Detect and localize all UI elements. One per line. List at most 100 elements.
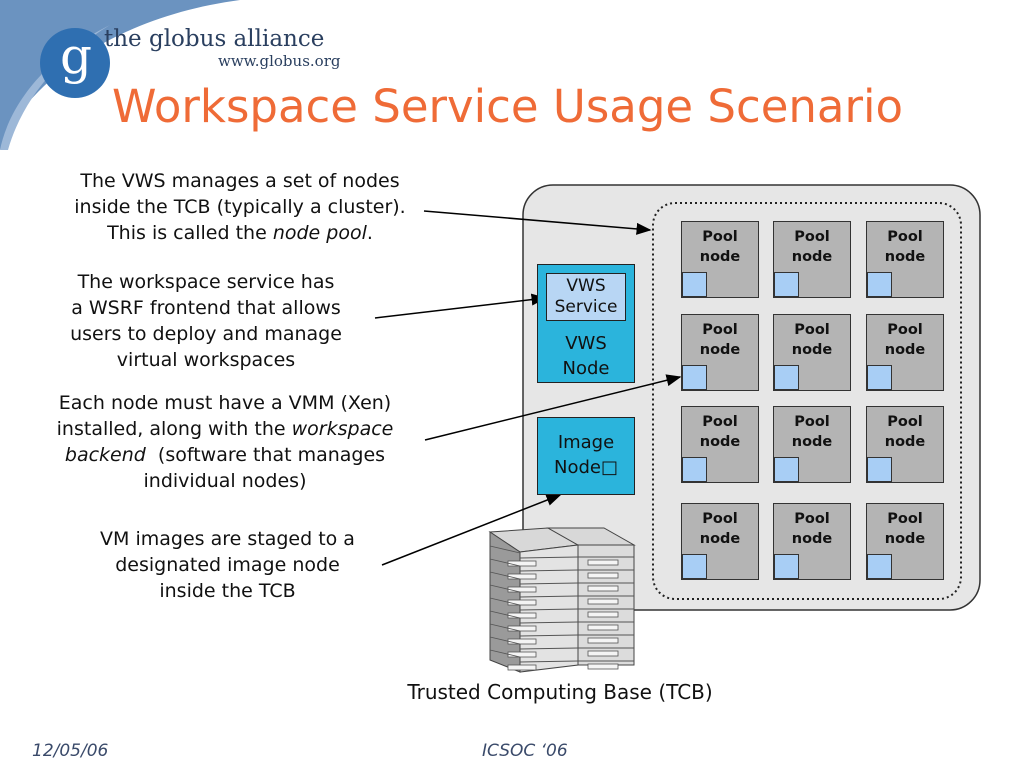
note-images-line2: designated image node <box>115 554 340 576</box>
pool-node-label-line2: node <box>699 342 741 358</box>
note-wsrf-line2: a WSRF frontend that allows <box>71 297 341 319</box>
pool-node-label: Pool node <box>682 227 758 267</box>
workspace-backend-indicator <box>682 554 707 579</box>
note-wsrf-line3: users to deploy and manage <box>70 323 342 345</box>
pool-node-label: Pool node <box>867 320 943 360</box>
pool-node-label: Pool node <box>682 320 758 360</box>
workspace-backend-indicator <box>774 272 799 297</box>
pool-node-label-line1: Pool <box>794 511 830 527</box>
pool-node-label-line2: node <box>791 434 833 450</box>
note-wsrf-line1: The workspace service has <box>77 271 335 293</box>
footer-venue: ICSOC ‘06 <box>482 741 568 761</box>
pool-node-label: Pool node <box>774 509 850 549</box>
note-vmm-line3: backend (software that manages <box>64 444 386 466</box>
arrow-to-pool-node-indicator <box>424 374 682 441</box>
pool-node-label-line1: Pool <box>794 322 830 338</box>
pool-node-label-line1: Pool <box>887 414 923 430</box>
server-rack-image <box>488 527 636 673</box>
note-vmm-line4: individual nodes) <box>143 470 307 492</box>
pool-node-label-line2: node <box>884 342 926 358</box>
vws-service-line1: VWS <box>566 276 606 296</box>
note-node-pool: The VWS manages a set of nodes inside th… <box>40 168 440 246</box>
arrow-to-image-node <box>381 494 562 566</box>
workspace-backend-indicator <box>774 457 799 482</box>
workspace-backend-indicator <box>774 554 799 579</box>
tcb-caption: Trusted Computing Base (TCB) <box>407 680 713 704</box>
workspace-backend-indicator <box>867 554 892 579</box>
note-images-line3: inside the TCB <box>159 580 296 602</box>
slide-title: Workspace Service Usage Scenario <box>112 80 904 133</box>
pool-node-label-line2: node <box>884 249 926 265</box>
vws-node-line1: VWS <box>565 333 607 354</box>
note-wsrf-line4: virtual workspaces <box>116 349 296 371</box>
pool-node: Pool node <box>773 503 851 580</box>
pool-node-label: Pool node <box>682 509 758 549</box>
globus-logo-circle <box>40 28 110 98</box>
pool-node-label-line1: Pool <box>794 414 830 430</box>
pool-node-label-line2: node <box>699 531 741 547</box>
vws-service-box: VWS Service <box>546 273 626 321</box>
note-images: VM images are staged to a designated ima… <box>70 526 385 604</box>
image-node: Image Node□ <box>537 417 635 495</box>
workspace-backend-indicator <box>867 272 892 297</box>
vws-node-line2: Node <box>562 358 610 379</box>
pool-node: Pool node <box>773 314 851 391</box>
arrow-to-vws-service <box>374 293 547 319</box>
workspace-backend-indicator <box>867 457 892 482</box>
node-pool-region <box>652 202 962 600</box>
tcb-container <box>522 184 981 611</box>
image-node-line1: Image <box>557 432 615 453</box>
pool-node-label: Pool node <box>867 412 943 452</box>
note-vmm-line1: Each node must have a VMM (Xen) <box>58 392 392 414</box>
pool-node-label: Pool node <box>867 509 943 549</box>
note-vmm: Each node must have a VMM (Xen) installe… <box>20 390 430 494</box>
pool-node-label: Pool node <box>867 227 943 267</box>
pool-node: Pool node <box>866 406 944 483</box>
pool-node: Pool node <box>866 221 944 298</box>
workspace-backend-indicator <box>682 272 707 297</box>
pool-node-label-line2: node <box>699 249 741 265</box>
pool-node-label-line2: node <box>884 434 926 450</box>
note-node-pool-line1: The VWS manages a set of nodes <box>80 170 400 192</box>
note-vmm-line2: installed, along with the workspace <box>56 418 394 440</box>
globus-logo-letter: g <box>60 27 93 85</box>
pool-node-label-line1: Pool <box>702 322 738 338</box>
pool-node-label-line1: Pool <box>794 229 830 245</box>
pool-node-label-line2: node <box>791 249 833 265</box>
note-node-pool-line3: This is called the node pool. <box>107 222 373 244</box>
pool-node-label: Pool node <box>774 412 850 452</box>
pool-node-label-line1: Pool <box>887 229 923 245</box>
pool-node: Pool node <box>681 221 759 298</box>
pool-node-label-line2: node <box>791 531 833 547</box>
pool-node-label-line2: node <box>791 342 833 358</box>
pool-node-label-line1: Pool <box>887 322 923 338</box>
pool-node: Pool node <box>681 314 759 391</box>
workspace-backend-indicator <box>682 457 707 482</box>
pool-node: Pool node <box>773 221 851 298</box>
arrow-to-node-pool <box>423 210 652 235</box>
pool-node-label-line1: Pool <box>702 414 738 430</box>
pool-node-label-line1: Pool <box>702 511 738 527</box>
globus-logo: g the globus alliance www.globus.org <box>38 26 358 116</box>
pool-node-label: Pool node <box>682 412 758 452</box>
pool-node: Pool node <box>866 503 944 580</box>
globus-logo-name: the globus alliance <box>104 26 325 52</box>
pool-node-label-line1: Pool <box>887 511 923 527</box>
pool-node: Pool node <box>681 406 759 483</box>
note-images-line1: VM images are staged to a <box>100 528 355 550</box>
pool-node-label: Pool node <box>774 227 850 267</box>
pool-node-label-line1: Pool <box>702 229 738 245</box>
note-wsrf: The workspace service has a WSRF fronten… <box>40 269 372 373</box>
note-node-pool-line2: inside the TCB (typically a cluster). <box>74 196 406 218</box>
pool-node-label-line2: node <box>884 531 926 547</box>
globus-logo-url: www.globus.org <box>218 52 341 70</box>
workspace-backend-indicator <box>682 365 707 390</box>
pool-node: Pool node <box>866 314 944 391</box>
pool-node: Pool node <box>773 406 851 483</box>
pool-node-label: Pool node <box>774 320 850 360</box>
image-node-label: Image Node□ <box>538 430 634 480</box>
vws-node: VWS Service VWS Node <box>537 264 635 383</box>
pool-node-label-line2: node <box>699 434 741 450</box>
image-node-line2: Node□ <box>554 457 618 478</box>
